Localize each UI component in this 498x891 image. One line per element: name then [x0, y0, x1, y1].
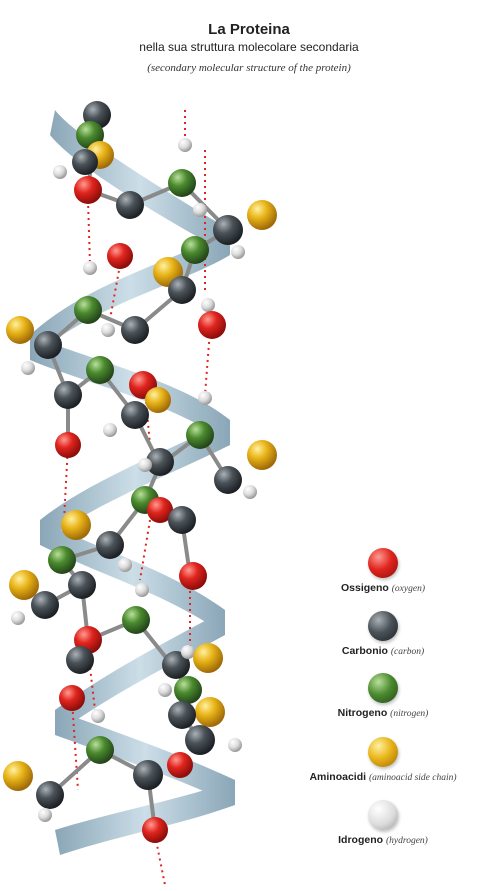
atom-hydrogen — [228, 738, 242, 752]
atom-hydrogen — [198, 391, 212, 405]
legend-english-sidechain: (aminoacid side chain) — [368, 773, 457, 783]
atom-sidechain — [247, 200, 277, 230]
atom-carbon — [31, 591, 59, 619]
atom-carbon — [66, 646, 94, 674]
atom-sidechain — [193, 643, 223, 673]
atom-oxygen — [55, 432, 81, 458]
legend-english-hydrogen: (hydrogen) — [385, 836, 428, 846]
subtitle-translation: (secondary molecular structure of the pr… — [147, 62, 351, 74]
atom-hydrogen — [101, 323, 115, 337]
atom-hydrogen — [91, 709, 105, 723]
hydrogen-swatch — [368, 800, 398, 830]
atom-sidechain — [247, 440, 277, 470]
atom-oxygen — [179, 562, 207, 590]
atom-sidechain — [145, 387, 171, 413]
atom-nitrogen — [48, 546, 76, 574]
atom-hydrogen — [178, 138, 192, 152]
atom-carbon — [185, 725, 215, 755]
atom-hydrogen — [135, 583, 149, 597]
legend-item-hydrogen: Idrogeno (hydrogen) — [298, 800, 468, 846]
legend-english-oxygen: (oxygen) — [391, 584, 425, 594]
atom-nitrogen — [168, 169, 196, 197]
atom-carbon — [34, 331, 62, 359]
atom-nitrogen — [122, 606, 150, 634]
legend-english-carbon: (carbon) — [390, 647, 425, 657]
legend-label-carbon: Carbonio — [341, 645, 388, 657]
atom-nitrogen — [186, 421, 214, 449]
atom-nitrogen — [86, 736, 114, 764]
legend-label-hydrogen: Idrogeno — [338, 834, 384, 846]
atom-carbon — [213, 215, 243, 245]
legend-item-carbon: Carbonio (carbon) — [298, 611, 468, 657]
atom-hydrogen — [21, 361, 35, 375]
legend-item-nitrogen: Nitrogeno (nitrogen) — [298, 673, 468, 719]
atom-nitrogen — [174, 676, 202, 704]
atom-nitrogen — [86, 356, 114, 384]
atom-oxygen — [142, 817, 168, 843]
atom-carbon — [133, 760, 163, 790]
legend-label-nitrogen: Nitrogeno — [337, 707, 388, 719]
atom-hydrogen — [138, 458, 152, 472]
atom-sidechain — [195, 697, 225, 727]
atom-hydrogen — [83, 261, 97, 275]
atom-hydrogen — [181, 645, 195, 659]
atom-sidechain — [61, 510, 91, 540]
page-subtitle: nella sua struttura molecolare secondari… — [139, 40, 359, 54]
atom-nitrogen — [74, 296, 102, 324]
atom-oxygen — [147, 497, 173, 523]
page-title: La Proteina — [208, 21, 290, 38]
legend-item-sidechain: Aminoacidi (aminoacid side chain) — [298, 737, 468, 783]
nitrogen-swatch — [368, 673, 398, 703]
atom-carbon — [146, 448, 174, 476]
atom-hydrogen — [118, 558, 132, 572]
atom-carbon — [68, 571, 96, 599]
atom-carbon — [214, 466, 242, 494]
atom-hydrogen — [243, 485, 257, 499]
atoms — [3, 101, 277, 843]
oxygen-swatch — [368, 548, 398, 578]
atom-carbon — [72, 149, 98, 175]
atom-carbon — [168, 701, 196, 729]
atom-carbon — [96, 531, 124, 559]
legend-label-sidechain: Aminoacidi — [309, 771, 367, 783]
carbon-swatch — [368, 611, 398, 641]
atom-carbon — [168, 506, 196, 534]
atom-carbon — [36, 781, 64, 809]
atom-hydrogen — [38, 808, 52, 822]
atom-nitrogen — [181, 236, 209, 264]
atom-oxygen — [74, 176, 102, 204]
atom-hydrogen — [201, 298, 215, 312]
legend-english-nitrogen: (nitrogen) — [390, 709, 429, 719]
atom-sidechain — [6, 316, 34, 344]
atom-hydrogen — [103, 423, 117, 437]
atom-sidechain — [9, 570, 39, 600]
atom-carbon — [54, 381, 82, 409]
atom-hydrogen — [193, 203, 207, 217]
atom-hydrogen — [11, 611, 25, 625]
atom-carbon — [121, 316, 149, 344]
sidechain-swatch — [368, 737, 398, 767]
atom-oxygen — [167, 752, 193, 778]
atom-carbon — [162, 651, 190, 679]
atom-oxygen — [59, 685, 85, 711]
atom-carbon — [168, 276, 196, 304]
atom-hydrogen — [158, 683, 172, 697]
atom-carbon — [116, 191, 144, 219]
legend-item-oxygen: Ossigeno (oxygen) — [298, 548, 468, 594]
atom-oxygen — [198, 311, 226, 339]
atom-carbon — [121, 401, 149, 429]
atom-hydrogen — [231, 245, 245, 259]
atom-sidechain — [3, 761, 33, 791]
legend-label-oxygen: Ossigeno — [340, 582, 389, 594]
atom-oxygen — [107, 243, 133, 269]
protein-helix-diagram — [3, 101, 277, 886]
atom-hydrogen — [53, 165, 67, 179]
